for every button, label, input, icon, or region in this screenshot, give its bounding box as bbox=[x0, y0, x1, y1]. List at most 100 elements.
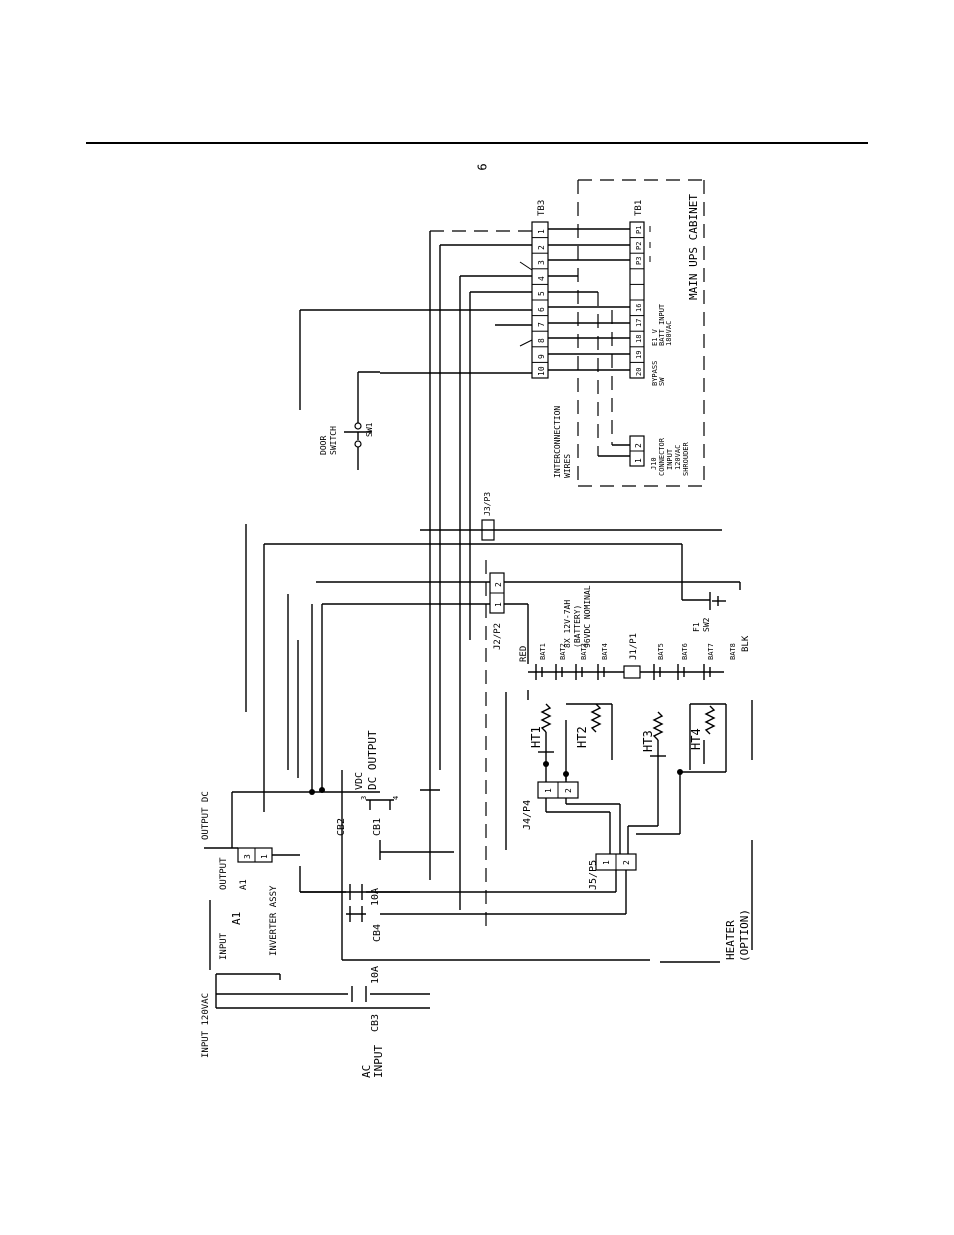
ac-input-label-1: AC bbox=[360, 1065, 373, 1078]
j5-pin-1: 1 bbox=[602, 860, 611, 865]
cb4-rating: 10A bbox=[370, 966, 381, 984]
tb3-terminal-6: 6 bbox=[537, 307, 546, 312]
j3p3-label: J3/P3 bbox=[483, 492, 492, 516]
tb3-terminal-8: 8 bbox=[537, 338, 546, 343]
bat4-label: BAT4 bbox=[601, 643, 609, 660]
j10-pin-2: 2 bbox=[634, 443, 643, 448]
tb1-terminal-p1: P1 bbox=[635, 226, 643, 234]
j2p2-label: J2/P2 bbox=[493, 623, 503, 650]
a1-label-a: A1 bbox=[239, 879, 249, 890]
vdc-label: VDC bbox=[354, 772, 365, 790]
battery-header-2: (BATTERY) bbox=[573, 605, 582, 648]
heater-label-2: (OPTION) bbox=[738, 909, 751, 962]
cb2-label: CB2 bbox=[336, 818, 347, 836]
bat5-label: BAT5 bbox=[657, 643, 665, 660]
j2-pin-1: 1 bbox=[494, 602, 503, 607]
inverter-assy-label: INVERTER ASSY bbox=[269, 885, 279, 956]
bat2-label: BAT2 bbox=[559, 643, 567, 660]
header-rule bbox=[86, 142, 868, 144]
a1-label-b: A1 bbox=[230, 912, 243, 925]
j10-label-4: 120VAC bbox=[674, 445, 682, 470]
tb3-tb1-wires bbox=[548, 228, 630, 457]
tb3-terminal-2: 2 bbox=[537, 245, 546, 250]
tb1-terminal-19: 19 bbox=[635, 351, 643, 359]
j3p3-connector bbox=[264, 519, 722, 600]
battery-string bbox=[528, 664, 724, 680]
inverter-terminal-3: 3 bbox=[243, 854, 252, 859]
output-label: OUTPUT bbox=[219, 857, 229, 890]
tb1-terminal-p3: P3 bbox=[635, 257, 643, 265]
j2p2-connector: 2 1 bbox=[316, 572, 740, 790]
tb1-terminal-p2: P2 bbox=[635, 242, 643, 250]
e1-label-2: BATT INPUT bbox=[658, 303, 666, 346]
dc-output-block bbox=[231, 524, 454, 880]
dc-output-label: DC OUTPUT bbox=[366, 730, 379, 790]
tb3-terminal-5: 5 bbox=[537, 291, 546, 296]
ht3-label: HT3 bbox=[641, 730, 655, 752]
j5p5-connector: 1 2 bbox=[300, 770, 681, 915]
battery-header-1: 8X 12V-7AH bbox=[563, 600, 572, 648]
f1-label: F1 bbox=[692, 622, 701, 632]
interconnection-wires-label: WIRES bbox=[563, 454, 572, 478]
j4-pin-1: 1 bbox=[544, 788, 553, 793]
tb3-terminal-9: 9 bbox=[537, 354, 546, 359]
tb1-terminal-20: 20 bbox=[635, 368, 643, 376]
interconnection-label: INTERCONNECTION bbox=[553, 406, 562, 478]
bat7-label: BAT7 bbox=[707, 643, 715, 660]
f1-sw2 bbox=[682, 592, 726, 610]
tb3-terminal-4: 4 bbox=[537, 276, 546, 281]
heater-label-1: HEATER bbox=[724, 920, 737, 960]
j4p4-label: J4/P4 bbox=[522, 800, 533, 830]
j2-pin-2: 2 bbox=[494, 582, 503, 587]
tb3-input-wires bbox=[299, 230, 533, 910]
bat1-label: BAT1 bbox=[539, 643, 547, 660]
bat3-label: BAT3 bbox=[580, 643, 588, 660]
input-120vac-label: INPUT 120VAC bbox=[201, 993, 211, 1058]
e1-label-1: E1 V bbox=[651, 328, 659, 346]
j4-pin-2: 2 bbox=[564, 788, 573, 793]
tb3-label: TB3 bbox=[537, 200, 547, 216]
cb3-label: CB3 bbox=[370, 1014, 381, 1032]
ht1-label: HT1 bbox=[529, 726, 543, 748]
cb3-rating: 10A bbox=[370, 888, 381, 906]
ht2-label: HT2 bbox=[575, 726, 589, 748]
j4p4-connector: 1 2 bbox=[537, 764, 621, 854]
door-switch-label-2: SWITCH bbox=[329, 426, 338, 455]
tb1-terminal-16: 16 bbox=[635, 304, 643, 312]
red-label: RED bbox=[519, 646, 529, 662]
cb1-term-b: 4 bbox=[392, 796, 400, 800]
j10-connector: 1 2 bbox=[629, 435, 645, 467]
tb3-terminal-3: 3 bbox=[537, 260, 546, 265]
j5-pin-2: 2 bbox=[622, 860, 631, 865]
j5p5-label: J5/P5 bbox=[588, 860, 599, 890]
bat8-label: BAT8 bbox=[729, 643, 737, 660]
ac-input-label-2: INPUT bbox=[372, 1045, 385, 1078]
sw2-label: SW2 bbox=[702, 617, 711, 632]
input-breaker bbox=[215, 973, 430, 1009]
j10-label-5: SHROUDER bbox=[682, 441, 690, 476]
ht4-label: HT4 bbox=[689, 728, 703, 750]
j10-label-3: INPUT bbox=[666, 448, 674, 470]
tb1-label: TB1 bbox=[634, 200, 644, 216]
output-dc-label: OUTPUT DC bbox=[201, 791, 211, 840]
cb3-breaker bbox=[299, 866, 650, 961]
misc-boundary bbox=[485, 560, 741, 963]
tb3-terminal-7: 7 bbox=[537, 322, 546, 327]
tb3-terminal-1: 1 bbox=[537, 229, 546, 234]
cb1-label: CB1 bbox=[372, 818, 383, 836]
tb1-terminal-18: 18 bbox=[635, 335, 643, 343]
inverter-assy: 3 1 bbox=[204, 847, 300, 970]
tb1-terminal-17: 17 bbox=[635, 319, 643, 327]
door-switch-label-1: DOOR bbox=[319, 436, 328, 455]
tb1-terminal-strip: 20 19 18 17 16 P3 P2 P1 bbox=[629, 221, 645, 379]
cb1-term-a: 3 bbox=[360, 796, 368, 800]
tb3-terminal-strip: 10 9 8 7 6 5 4 3 2 1 bbox=[531, 221, 549, 379]
bat6-label: BAT6 bbox=[681, 643, 689, 660]
main-cabinet-label: MAIN UPS CABINET bbox=[687, 194, 700, 300]
tb3-terminal-10: 10 bbox=[537, 366, 546, 376]
input-label: INPUT bbox=[219, 932, 229, 960]
e1-label-3: 180VAC bbox=[665, 321, 673, 346]
bypass-label-1: BYPASS bbox=[651, 361, 659, 386]
